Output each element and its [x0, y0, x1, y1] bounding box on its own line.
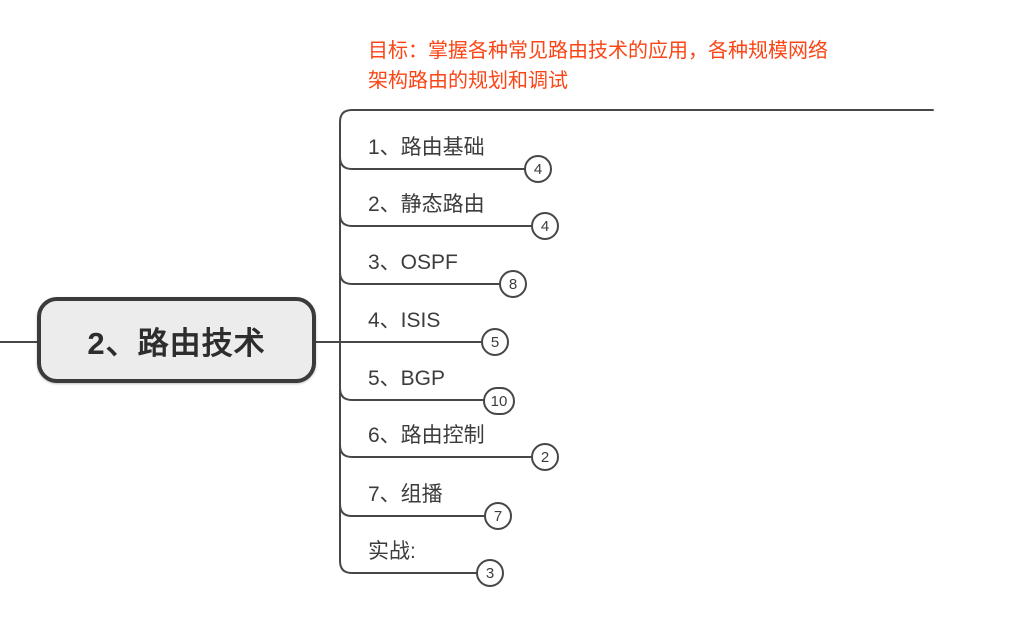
branch-topic-3[interactable]: 3、OSPF [368, 251, 458, 274]
branch-line-2 [339, 213, 532, 227]
branch-topic-4[interactable]: 4、ISIS [368, 309, 441, 332]
collapse-count-badge-3[interactable]: 8 [499, 270, 527, 298]
branch-topic-1[interactable]: 1、路由基础 [368, 136, 485, 159]
root-topic[interactable]: 2、路由技术 [37, 297, 316, 383]
collapse-count-badge-4[interactable]: 5 [481, 328, 509, 356]
branch-topic-7[interactable]: 7、组播 [368, 483, 443, 506]
root-topic-label: 2、路由技术 [87, 325, 266, 361]
branch-topic-5[interactable]: 5、BGP [368, 367, 446, 390]
branch-line-6 [339, 444, 532, 458]
collapse-count-badge-1[interactable]: 4 [524, 155, 552, 183]
branch-line-3 [339, 271, 500, 285]
branch-line-5 [339, 387, 484, 401]
branch-topic-2[interactable]: 2、静态路由 [368, 193, 485, 216]
branch-topic-6[interactable]: 6、路由控制 [368, 424, 485, 447]
goal-note[interactable]: 目标：掌握各种常见路由技术的应用，各种规模网络 架构路由的规划和调试 [368, 40, 828, 92]
branch-line-7 [339, 503, 485, 517]
collapse-count-badge-6[interactable]: 2 [531, 443, 559, 471]
collapse-count-badge-5[interactable]: 10 [483, 387, 515, 415]
branch-topic-8[interactable]: 实战: [368, 540, 416, 563]
collapse-count-badge-2[interactable]: 4 [531, 212, 559, 240]
collapse-count-badge-7[interactable]: 7 [484, 502, 512, 530]
collapse-count-badge-8[interactable]: 3 [476, 559, 504, 587]
branch-line-1 [339, 156, 525, 170]
